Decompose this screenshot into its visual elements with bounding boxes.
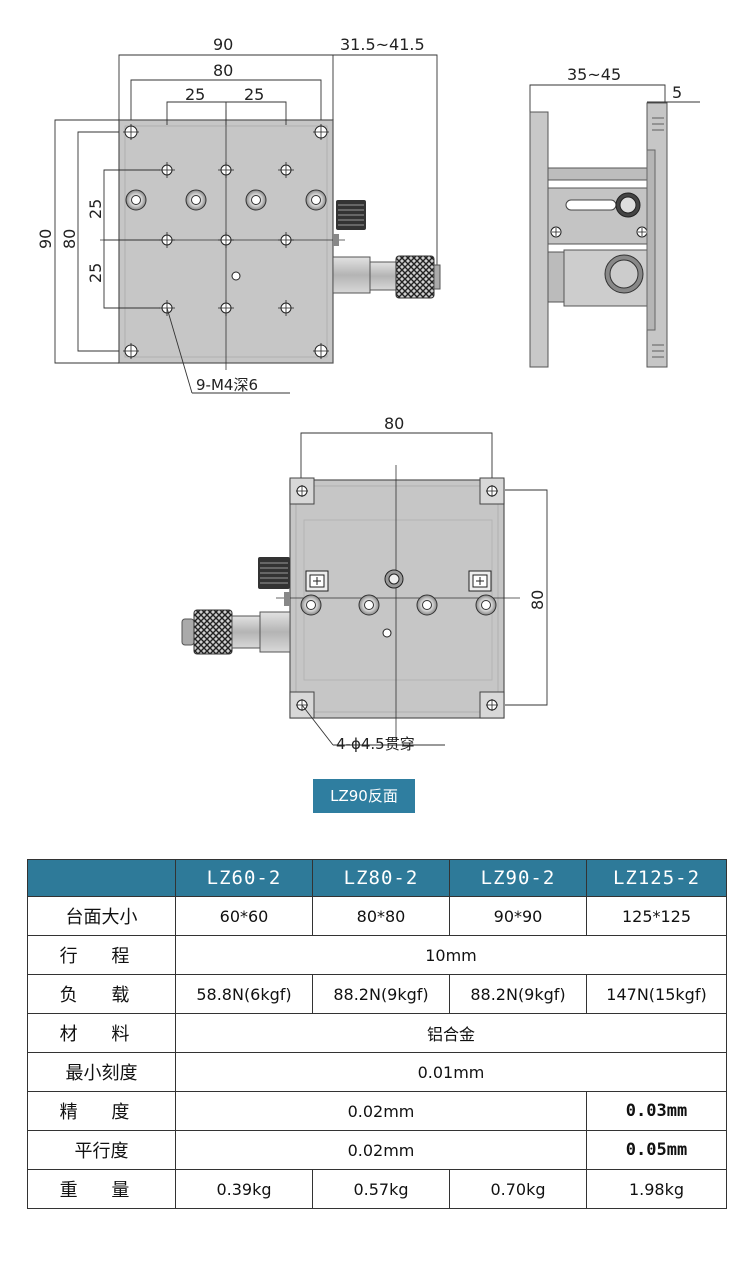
header-lz80: LZ80-2 [312, 859, 450, 897]
table-header-row: LZ60-2 LZ80-2 LZ90-2 LZ125-2 [27, 859, 727, 897]
table-row: 材 料 铝合金 [27, 1013, 727, 1053]
row-label-weight: 重 量 [27, 1169, 176, 1209]
cell: 88.2N(9kgf) [312, 974, 450, 1014]
cell: 60*60 [175, 896, 313, 936]
technical-drawings: 90 80 25 25 31.5~41.5 90 80 25 25 9-M4深6… [36, 35, 700, 753]
cell: 0.02mm [175, 1091, 587, 1131]
cell: 125*125 [586, 896, 727, 936]
dim-knob-range: 31.5~41.5 [340, 35, 425, 54]
dim-bottom-80-vert: 80 [528, 590, 547, 610]
cell: 1.98kg [586, 1169, 727, 1209]
bottom-view: 80 80 4-ϕ4.5贯穿 [181, 414, 548, 753]
row-label-material: 材 料 [27, 1013, 176, 1053]
table-row: 台面大小 60*60 80*80 90*90 125*125 [27, 896, 727, 936]
table-row: 最小刻度 0.01mm [27, 1052, 727, 1092]
dim-side-5: 5 [672, 83, 682, 102]
row-label-table-size: 台面大小 [27, 896, 176, 936]
top-view: 90 80 25 25 31.5~41.5 90 80 25 25 9-M4深6 [36, 35, 441, 394]
dim-top-90: 90 [213, 35, 233, 54]
table-row: 平行度 0.02mm 0.05mm [27, 1130, 727, 1170]
dim-left-80: 80 [60, 229, 79, 249]
dim-bottom-80: 80 [384, 414, 404, 433]
cell: 0.03mm [586, 1091, 727, 1131]
table-row: 负 载 58.8N(6kgf) 88.2N(9kgf) 88.2N(9kgf) … [27, 974, 727, 1014]
row-label-travel: 行 程 [27, 935, 176, 975]
side-view: 35~45 5 [529, 65, 700, 368]
row-label-min-scale: 最小刻度 [27, 1052, 176, 1092]
cell: 0.01mm [175, 1052, 727, 1092]
dim-top-25a: 25 [185, 85, 205, 104]
table-row: 精 度 0.02mm 0.03mm [27, 1091, 727, 1131]
cell: 0.70kg [449, 1169, 587, 1209]
cell: 90*90 [449, 896, 587, 936]
cell: 80*80 [312, 896, 450, 936]
row-label-parallelism: 平行度 [27, 1130, 176, 1170]
hole-callout-bottom: 4-ϕ4.5贯穿 [336, 735, 415, 753]
cell: 铝合金 [175, 1013, 727, 1053]
dim-top-25b: 25 [244, 85, 264, 104]
table-row: 重 量 0.39kg 0.57kg 0.70kg 1.98kg [27, 1169, 727, 1209]
table-row: 行 程 10mm [27, 935, 727, 975]
cell: 0.57kg [312, 1169, 450, 1209]
dim-side-range: 35~45 [567, 65, 621, 84]
header-lz90: LZ90-2 [449, 859, 587, 897]
cell: 10mm [175, 935, 727, 975]
spec-table: LZ60-2 LZ80-2 LZ90-2 LZ125-2 台面大小 60*60 … [27, 859, 727, 1209]
cell: 147N(15kgf) [586, 974, 727, 1014]
header-corner [27, 859, 176, 897]
cell: 0.05mm [586, 1130, 727, 1170]
row-label-accuracy: 精 度 [27, 1091, 176, 1131]
cell: 0.02mm [175, 1130, 587, 1170]
dim-left-90: 90 [36, 229, 55, 249]
cell: 58.8N(6kgf) [175, 974, 313, 1014]
row-label-load: 负 载 [27, 974, 176, 1014]
dim-left-25b: 25 [86, 263, 105, 283]
caption-badge: LZ90反面 [313, 779, 415, 813]
header-lz125: LZ125-2 [586, 859, 727, 897]
cell: 88.2N(9kgf) [449, 974, 587, 1014]
dim-top-80: 80 [213, 61, 233, 80]
header-lz60: LZ60-2 [175, 859, 313, 897]
dim-left-25a: 25 [86, 199, 105, 219]
cell: 0.39kg [175, 1169, 313, 1209]
hole-callout-top: 9-M4深6 [196, 376, 258, 394]
